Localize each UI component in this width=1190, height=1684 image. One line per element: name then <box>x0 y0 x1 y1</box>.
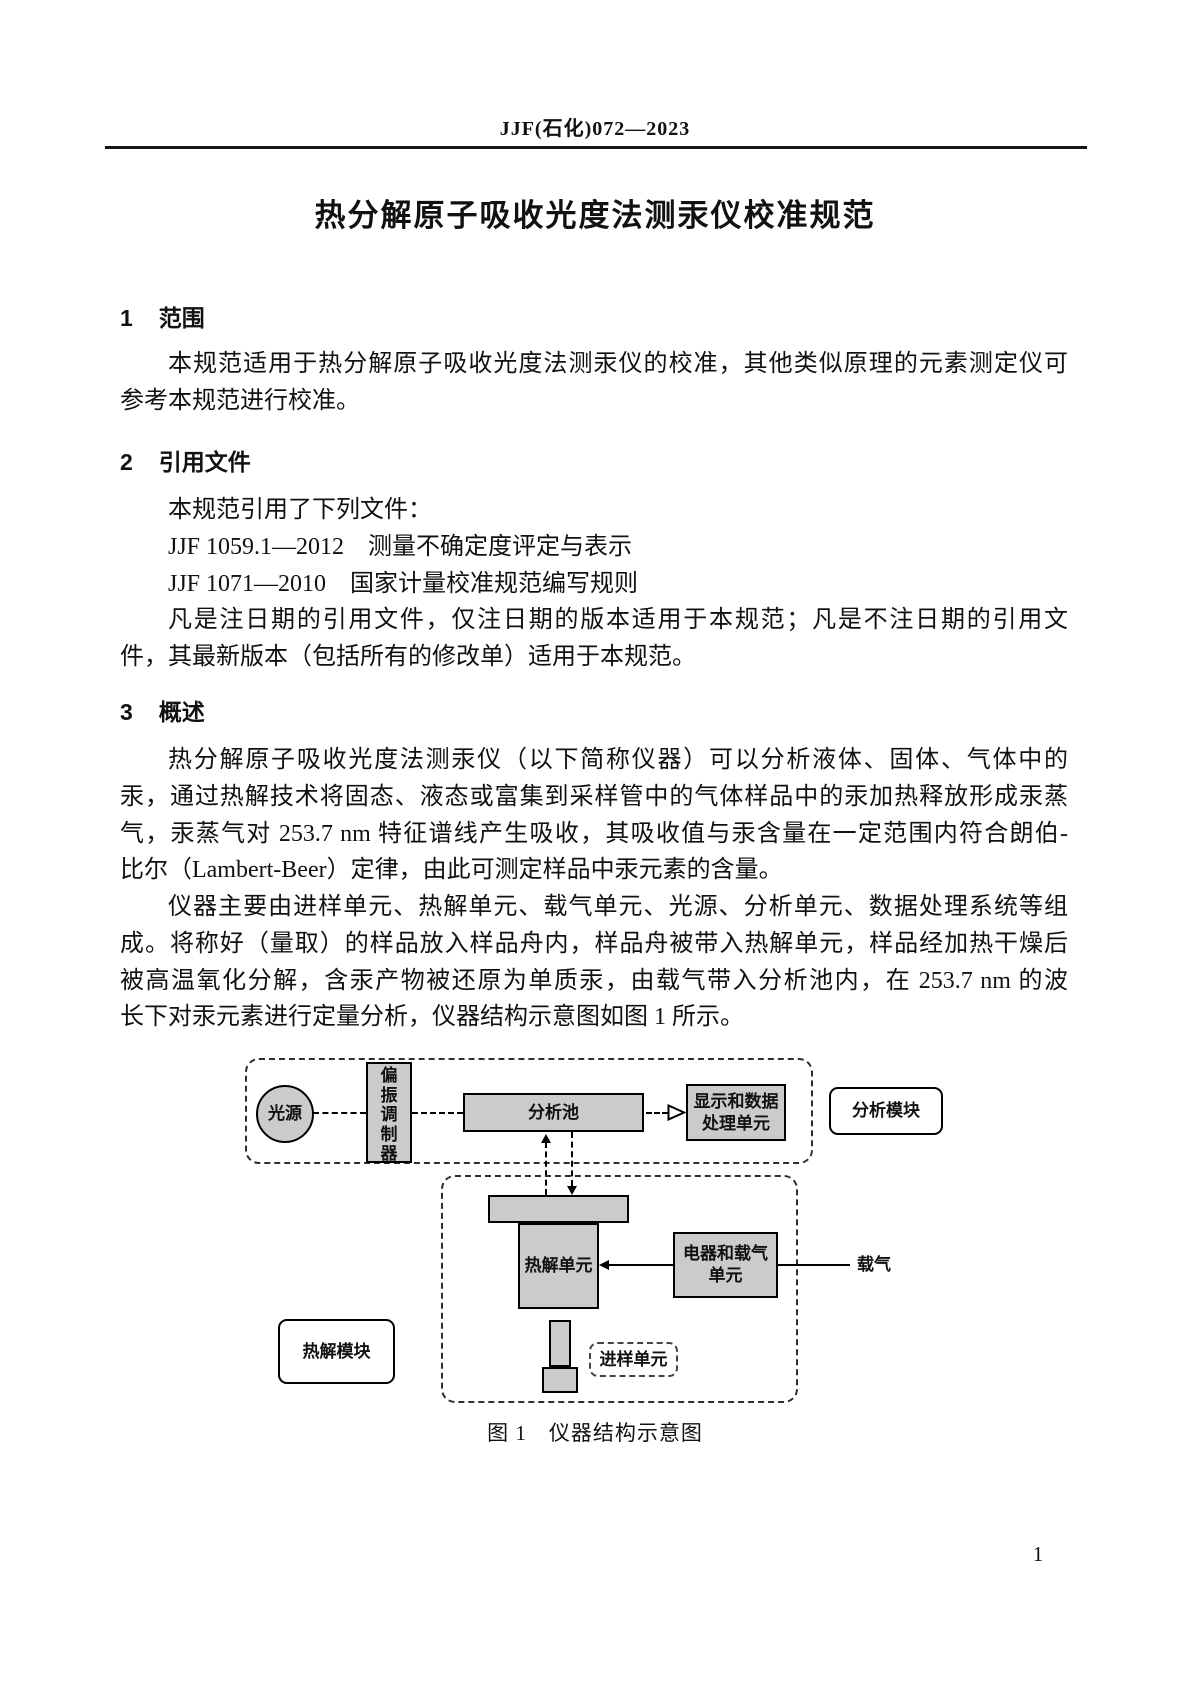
left-arrowhead <box>599 1260 609 1270</box>
section-number: 3 <box>120 699 133 725</box>
text-line: 凡是注日期的引用文件，仅注日期的版本适用于本规范；凡是不注日期的引用文 <box>168 607 1068 634</box>
text-line: 热分解原子吸收光度法测汞仪（以下简称仪器）可以分析液体、固体、气体中的 <box>168 747 1068 773</box>
text-line: 本规范适用于热分解原子吸收光度法测汞仪的校准，其他类似原理的元素测定仪可 <box>168 351 1068 377</box>
text-line-reference-jjf1071: JJF 1071—2010 国家计量校准规范编写规则 <box>168 570 639 597</box>
paragraph-overview-2: 仪器主要由进样单元、热解单元、载气单元、光源、分析单元、数据处理系统等组 成。将… <box>120 889 1068 1036</box>
display-data-unit-box: 显示和数据 处理单元 <box>686 1084 786 1141</box>
gas-return-dashed-line <box>545 1142 547 1195</box>
polarization-modulator-label: 偏振调制器 <box>380 1066 398 1163</box>
carrier-gas-label: 载气 <box>857 1255 891 1274</box>
text-line: 气，汞蒸气对 253.7 nm 特征谱线产生吸收，其吸收值与汞含量在一定范围内符… <box>120 820 1068 847</box>
paragraph-overview-1: 热分解原子吸收光度法测汞仪（以下简称仪器）可以分析液体、固体、气体中的 汞，通过… <box>120 742 1068 889</box>
beam-dashed-line-1 <box>313 1112 366 1114</box>
electric-carrier-gas-label-line2: 单元 <box>708 1266 743 1285</box>
section-number: 1 <box>120 305 133 331</box>
section-heading-references: 2 引用文件 <box>120 443 1070 477</box>
text-line: 比尔（Lambert-Beer）定律，由此可测定样品中汞元素的含量。 <box>120 857 783 884</box>
figure-caption: 图 1 仪器结构示意图 <box>487 1421 703 1445</box>
electric-carrier-gas-label-line1: 电器和载气 <box>683 1244 768 1263</box>
text-line: 本规范引用了下列文件： <box>168 497 432 523</box>
page-number: 1 <box>1032 1542 1044 1566</box>
pyrolysis-group-box <box>441 1175 798 1403</box>
gas-feed-dashed-line <box>571 1132 573 1186</box>
section-heading-scope: 1 范围 <box>120 299 1070 333</box>
sample-stem-block <box>549 1320 571 1367</box>
analysis-cell-box: 分析池 <box>463 1093 644 1132</box>
text-line-reference-jjf1059: JJF 1059.1—2012 测量不确定度评定与表示 <box>168 533 633 560</box>
doc-number: JJF(石化)072—2023 <box>499 118 691 140</box>
header-rule <box>105 146 1087 149</box>
section-heading-overview: 3 概述 <box>120 693 1070 727</box>
analysis-module-group-box <box>245 1058 813 1164</box>
analysis-module-tag-box: 分析模块 <box>829 1087 943 1135</box>
text-line: 汞，通过热解技术将固态、液态或富集到采样管中的气体样品中的汞加热释放形成汞蒸 <box>120 783 1068 810</box>
open-triangle-arrowhead <box>667 1104 686 1121</box>
section-label: 范围 <box>158 305 205 331</box>
page-title: 热分解原子吸收光度法测汞仪校准规范 <box>314 198 876 233</box>
pyrolysis-module-tag-box: 热解模块 <box>278 1319 395 1384</box>
sample-base-block <box>542 1367 578 1393</box>
paragraph-references: 本规范引用了下列文件： JJF 1059.1—2012 测量不确定度评定与表示 … <box>120 492 1068 676</box>
text-line: 仪器主要由进样单元、热解单元、载气单元、光源、分析单元、数据处理系统等组 <box>168 894 1068 920</box>
pyrolysis-unit-label: 热解单元 <box>524 1256 593 1275</box>
electric-to-pyrolysis-line <box>608 1264 673 1266</box>
carrier-gas-line <box>778 1264 850 1266</box>
pyrolysis-unit-top-block <box>488 1195 629 1223</box>
light-source-node: 光源 <box>256 1085 314 1143</box>
up-arrowhead <box>541 1134 551 1143</box>
text-line: 件，其最新版本（包括所有的修改单）适用于本规范。 <box>120 644 696 671</box>
text-line: 长下对汞元素进行定量分析，仪器结构示意图如图 1 所示。 <box>120 1004 744 1031</box>
beam-dashed-line-2 <box>412 1112 463 1114</box>
analysis-module-label: 分析模块 <box>852 1101 920 1120</box>
display-data-unit-label-line2: 处理单元 <box>702 1113 770 1133</box>
paragraph-scope: 本规范适用于热分解原子吸收光度法测汞仪的校准，其他类似原理的元素测定仪可 参考本… <box>120 346 1068 420</box>
section-number: 2 <box>120 449 133 475</box>
pyrolysis-unit-box: 热解单元 <box>518 1223 599 1309</box>
text-line: 成。将称好（量取）的样品放入样品舟内，样品舟被带入热解单元，样品经加热干燥后 <box>120 930 1068 957</box>
pyrolysis-module-label: 热解模块 <box>302 1341 371 1361</box>
sampling-unit-tag-box: 进样单元 <box>589 1342 678 1377</box>
section-label: 概述 <box>158 699 205 725</box>
sampling-unit-label: 进样单元 <box>599 1349 668 1369</box>
display-data-unit-label-line1: 显示和数据 <box>693 1091 779 1111</box>
section-label: 引用文件 <box>158 449 251 475</box>
analysis-cell-label: 分析池 <box>528 1102 579 1122</box>
down-arrowhead <box>567 1186 577 1195</box>
text-line: 被高温氧化分解，含汞产物被还原为单质汞，由载气带入分析池内，在 253.7 nm… <box>120 967 1068 994</box>
light-source-label: 光源 <box>268 1104 302 1123</box>
beam-dashed-line-3 <box>646 1112 668 1114</box>
text-line: 参考本规范进行校准。 <box>120 387 360 414</box>
polarization-modulator-box: 偏振调制器 <box>366 1062 412 1163</box>
electric-carrier-gas-box: 电器和载气 单元 <box>673 1232 778 1298</box>
